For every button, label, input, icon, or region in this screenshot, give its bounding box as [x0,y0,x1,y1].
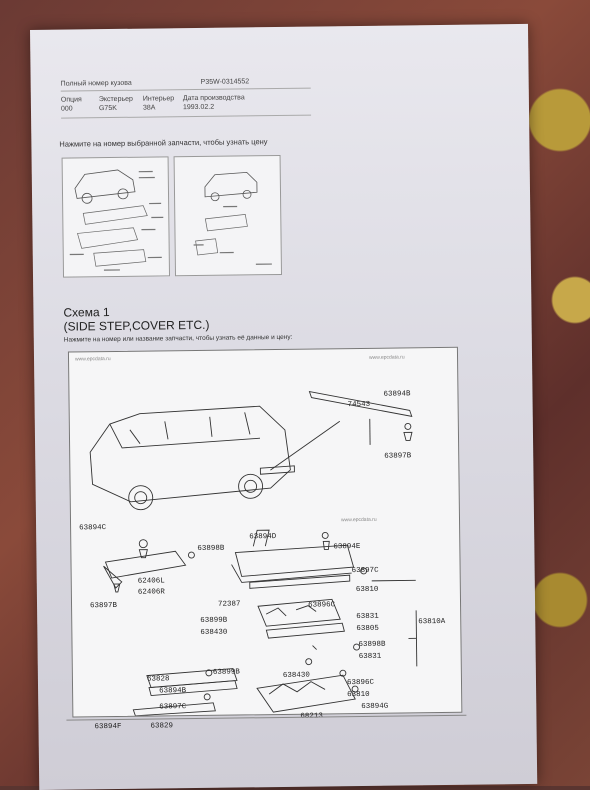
part-label[interactable]: 63810 [347,691,370,699]
body-number-label: Полный номер кузова [61,79,201,88]
part-label[interactable]: 63894B [383,390,410,398]
part-label[interactable]: 63897B [90,602,117,610]
vehicle-spec-grid: Опция Экстерьер Интерьер Дата производст… [61,89,311,119]
printed-sheet: Полный номер кузова P35W-0314552 Опция Э… [30,24,537,790]
part-label[interactable]: 63896C [308,601,335,609]
part-label[interactable]: 63897B [384,452,411,460]
part-label[interactable]: 63894G [361,703,388,711]
val-date: 1993.02.2 [183,102,311,113]
part-label[interactable]: 63828 [147,675,170,683]
part-label[interactable]: 63810 [356,586,379,594]
part-label[interactable]: 63894B [159,687,186,695]
body-number-value: P35W-0314552 [201,78,250,86]
part-label[interactable]: 63805 [356,625,379,633]
part-label[interactable]: 63829 [150,722,173,730]
val-exterior: G75K [99,104,143,114]
part-label[interactable]: 62406L [138,577,165,585]
part-label[interactable]: 63898B [197,545,224,553]
part-label[interactable]: 63831 [356,613,379,621]
part-label[interactable]: 72387 [218,600,241,608]
col-option: Опция [61,95,99,104]
diagram-thumbnail-1[interactable] [62,156,170,277]
part-label[interactable]: 63894E [333,543,360,551]
schema-title-line2: (SIDE STEP,COVER ETC.) [64,318,210,334]
part-label[interactable]: 63894D [249,533,276,541]
part-label[interactable]: 63899B [200,617,227,625]
price-hint: Нажмите на номер выбранной запчасти, что… [59,137,267,149]
parts-diagram: www.epcdata.ru www.epcdata.ru www.epcdat… [68,347,462,718]
part-label[interactable]: 63898B [358,641,385,649]
vehicle-info-table: Полный номер кузова P35W-0314552 Опция Э… [61,75,311,119]
part-label[interactable]: 63831 [359,653,382,661]
part-label[interactable]: 62406R [138,588,165,596]
part-label[interactable]: 74543 [348,401,371,409]
part-label[interactable]: 63896C [347,679,374,687]
part-label[interactable]: 63894F [94,723,121,731]
diagram-thumbnail-2[interactable] [174,155,282,276]
part-label[interactable]: 63899B [213,668,240,676]
col-interior: Интерьер [143,94,183,103]
schema-hint: Нажмите на номер или название запчасти, … [64,334,293,344]
part-label[interactable]: 63810A [418,618,445,626]
val-interior: 38A [143,103,183,112]
val-option: 000 [61,104,99,113]
part-label[interactable]: 63897C [159,703,186,711]
part-label[interactable]: 63894C [79,524,106,532]
schema-title: Схема 1 (SIDE STEP,COVER ETC.) [63,304,209,334]
part-label[interactable]: 638430 [200,629,227,637]
part-label[interactable]: 638430 [283,672,310,680]
part-label[interactable]: 63897C [352,567,379,575]
